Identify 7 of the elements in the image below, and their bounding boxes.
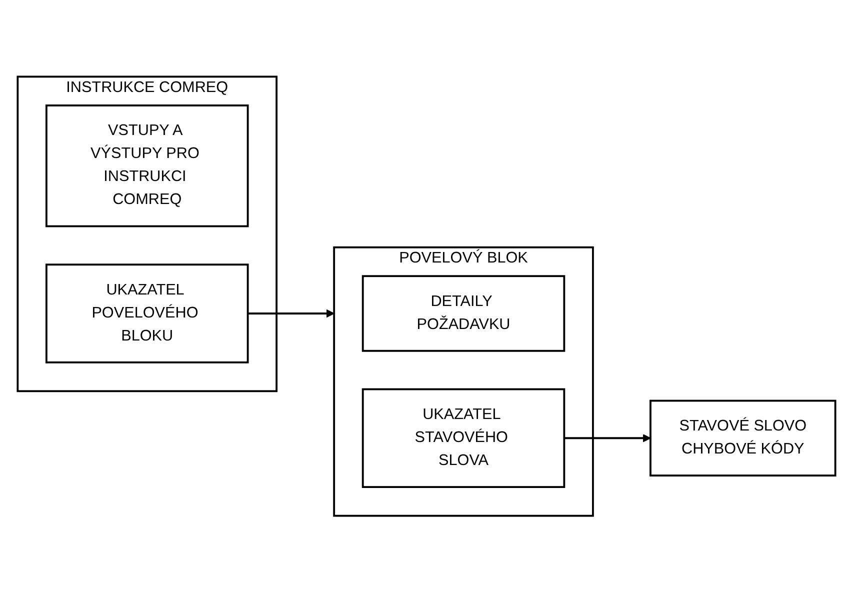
arrow <box>248 310 334 318</box>
node-box: UKAZATEL STAVOVÉHO SLOVA <box>362 388 566 488</box>
node-box: DETAILY POŽADAVKU <box>362 275 566 352</box>
node-box: VSTUPY A VÝSTUPY PRO INSTRUKCI COMREQ <box>45 104 249 228</box>
arrow <box>564 434 651 443</box>
node-box: STAVOVÉ SLOVO CHYBOVÉ KÓDY <box>650 400 836 477</box>
node-box: UKAZATEL POVELOVÉHO BLOKU <box>45 264 249 364</box>
